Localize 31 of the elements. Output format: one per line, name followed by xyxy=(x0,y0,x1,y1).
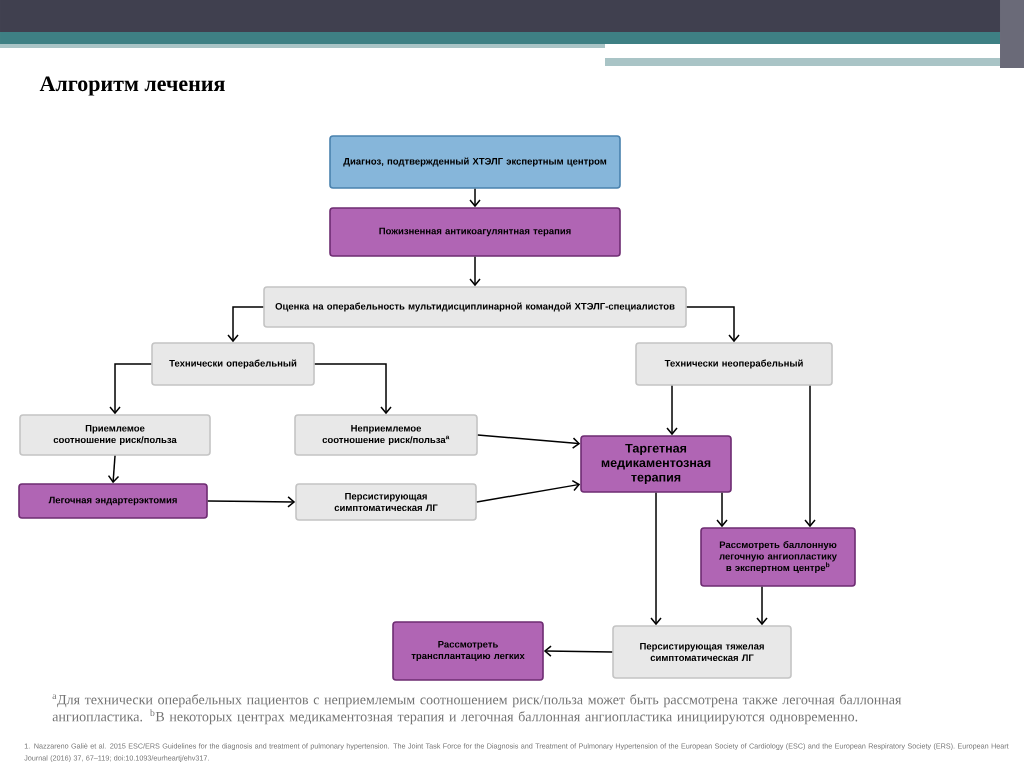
arrow xyxy=(314,363,392,415)
process-box: Оценка на операбельность мультидисциплинарной командой ХТЭЛГ-специалистов xyxy=(263,286,687,328)
arrow xyxy=(756,586,768,626)
arrow xyxy=(107,455,120,484)
arrow xyxy=(477,434,581,449)
process-box: Легочная эндартерэктомия xyxy=(18,483,208,519)
process-box: Персистирующая тяжелая симптоматическая ЛГ xyxy=(612,625,792,679)
arrow xyxy=(804,385,816,528)
process-box: Диагноз, подтвержденный ХТЭЛГ экспертным центром xyxy=(329,135,621,189)
footnote: $^{a}$Для технически операбельных пациентов с неприемлемым соотношением риск/польза может быть рассмотрена также легочная баллонная ангиопластика. $^{b}$В некоторых центрах медикаментозная терапия и легочная баллонная ангиопластика инициируются одновременно. xyxy=(52,694,902,725)
arrow xyxy=(469,188,481,208)
arrow xyxy=(686,306,740,343)
arrow xyxy=(716,492,728,528)
process-box: Технически неоперабельный xyxy=(635,342,833,386)
arrow xyxy=(666,385,678,436)
arrow xyxy=(469,256,481,287)
process-box: Неприемлемое соотношение риск/польза$^{a}$ xyxy=(294,414,478,456)
process-box: Технически операбельный xyxy=(151,342,315,386)
process-box: Рассмотреть баллонную легочную ангиопластику в экспертном центре$^{b}$ xyxy=(700,527,856,587)
process-box: Таргетная медикаментозная терапия xyxy=(580,435,732,493)
arrow xyxy=(227,306,264,343)
arrow xyxy=(543,645,613,657)
arrow xyxy=(650,492,662,626)
arrow xyxy=(109,363,152,415)
arrow xyxy=(476,479,581,503)
process-box: Рассмотреть трансплантацию легких xyxy=(392,621,544,681)
title: Алгоритм лечения xyxy=(39,76,225,96)
process-box: Пожизненная антикоагулянтная терапия xyxy=(329,207,621,257)
arrow xyxy=(207,496,296,508)
process-box: Персистирующая симптоматическая ЛГ xyxy=(295,483,477,521)
process-box: Приемлемое соотношение риск/польза xyxy=(19,414,211,456)
